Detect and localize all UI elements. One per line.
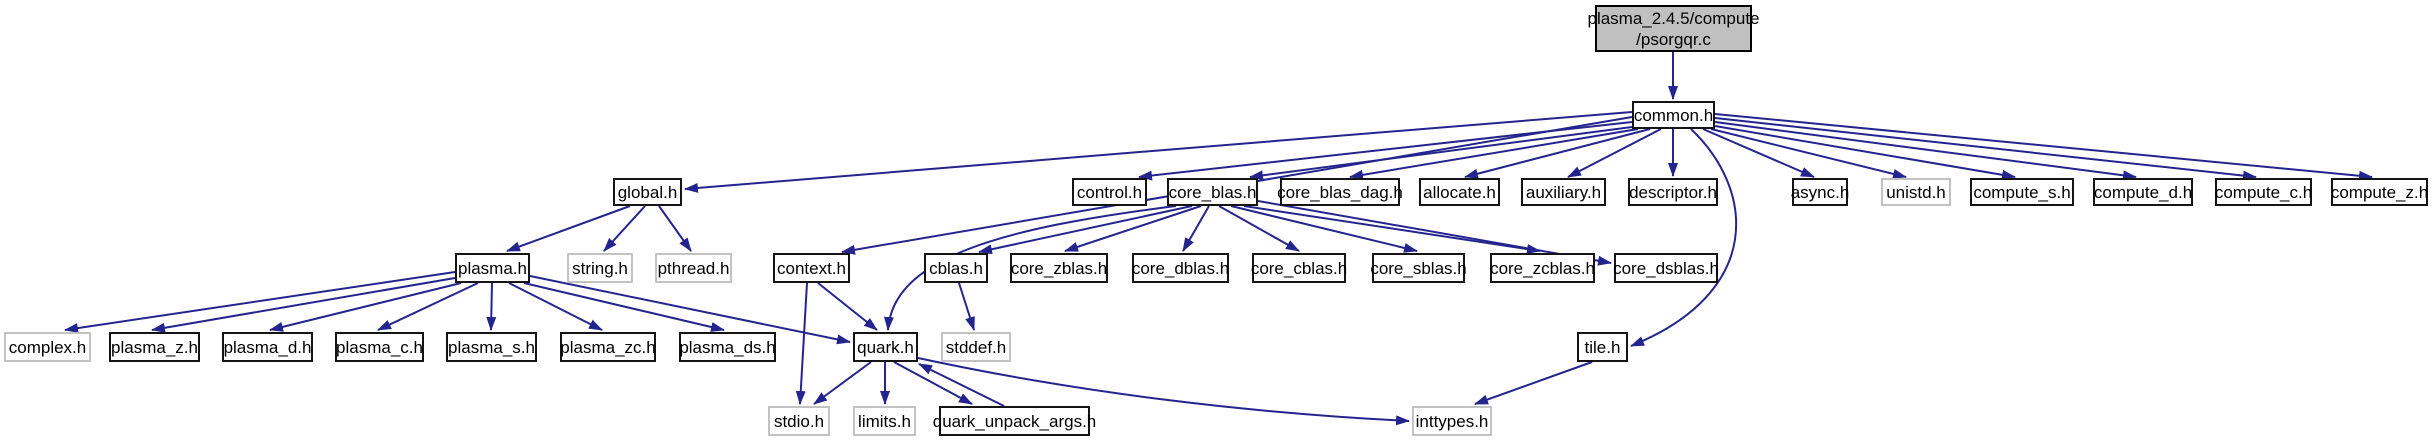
node-plasma_d_h[interactable]: plasma_d.h xyxy=(222,332,313,362)
edge-core_blas_h-to-core_dsblas_h xyxy=(1257,200,1612,266)
node-core_zcblas_h[interactable]: core_zcblas.h xyxy=(1490,253,1595,283)
edge-plasma_h-to-plasma_ds_h xyxy=(523,282,725,332)
node-control_h[interactable]: control.h xyxy=(1072,178,1147,206)
node-plasma_ds_h[interactable]: plasma_ds.h xyxy=(679,332,776,362)
edge-plasma_h-to-plasma_s_h xyxy=(486,282,497,331)
node-global_h[interactable]: global.h xyxy=(613,178,682,206)
edge-common_h-to-allocate_h xyxy=(1464,128,1651,179)
edge-plasma_h-to-plasma_c_h xyxy=(377,282,479,331)
node-compute_z_h[interactable]: compute_z.h xyxy=(2331,178,2428,206)
edge-core_blas_h-to-core_dblas_h xyxy=(1182,205,1210,252)
node-stddef_h: stddef.h xyxy=(941,332,1011,362)
node-core_cblas_h[interactable]: core_cblas.h xyxy=(1251,253,1347,283)
node-core_blas_dag_h[interactable]: core_blas_dag.h xyxy=(1277,178,1403,206)
edge-common_h-to-compute_s_h xyxy=(1714,125,2016,180)
node-limits_h: limits.h xyxy=(853,406,916,436)
edge-common_h-to-global_h xyxy=(684,111,1633,193)
edge-common_h-to-auxiliary_h xyxy=(1567,128,1662,178)
node-common_h[interactable]: common.h xyxy=(1632,101,1715,129)
node-unistd_h: unistd.h xyxy=(1881,178,1951,206)
edge-common_h-to-tile_h xyxy=(1630,128,1738,347)
edge-core_blas_h-to-cblas_h xyxy=(978,205,1193,255)
node-core_sblas_h[interactable]: core_sblas.h xyxy=(1370,253,1467,283)
edge-core_blas_h-to-core_cblas_h xyxy=(1218,205,1300,252)
edge-quark_h-to-inttypes_h xyxy=(917,357,1410,426)
edge-global_h-to-plasma_h xyxy=(506,205,631,252)
edge-common_h-to-core_blas_h xyxy=(1249,126,1633,181)
edge-plasma_h-to-complex_h xyxy=(64,271,456,334)
node-psorgqr_c: plasma_2.4.5/compute /psorgqr.c xyxy=(1588,5,1760,52)
edge-global_h-to-string_h xyxy=(603,205,646,252)
edge-common_h-to-compute_d_h xyxy=(1714,121,2137,181)
node-plasma_z_h[interactable]: plasma_z.h xyxy=(109,332,200,362)
edge-common_h-to-compute_z_h xyxy=(1714,113,2373,181)
node-compute_d_h[interactable]: compute_d.h xyxy=(2093,178,2193,206)
edge-core_blas_h-to-core_zblas_h xyxy=(1064,205,1202,252)
node-plasma_s_h[interactable]: plasma_s.h xyxy=(446,332,537,362)
node-cblas_h[interactable]: cblas.h xyxy=(924,253,988,283)
edge-core_blas_h-to-core_zcblas_h xyxy=(1243,205,1541,254)
edge-tile_h-to-inttypes_h xyxy=(1474,361,1593,405)
edge-global_h-to-pthread_h xyxy=(658,205,692,252)
edge-plasma_h-to-quark_h xyxy=(529,275,851,345)
node-string_h: string.h xyxy=(567,253,633,283)
edge-plasma_h-to-plasma_d_h xyxy=(269,282,462,332)
edge-plasma_h-to-plasma_z_h xyxy=(151,277,456,333)
node-quark_unpack_args_h[interactable]: quark_unpack_args.h xyxy=(933,406,1096,436)
node-core_dblas_h[interactable]: core_dblas.h xyxy=(1132,253,1229,283)
edge-quark_h-to-stdio_h xyxy=(813,361,872,405)
edge-context_h-to-stdio_h xyxy=(795,282,808,405)
node-complex_h: complex.h xyxy=(4,332,91,362)
edge-common_h-to-unistd_h xyxy=(1710,128,1907,179)
node-plasma_zc_h[interactable]: plasma_zc.h xyxy=(560,332,656,362)
node-compute_s_h[interactable]: compute_s.h xyxy=(1970,178,2074,206)
node-core_dsblas_h[interactable]: core_dsblas.h xyxy=(1613,253,1719,283)
edge-common_h-to-compute_c_h xyxy=(1714,117,2257,181)
node-auxiliary_h[interactable]: auxiliary.h xyxy=(1521,178,1606,206)
edge-common_h-to-core_blas_dag_h xyxy=(1349,128,1639,180)
node-plasma_c_h[interactable]: plasma_c.h xyxy=(335,332,424,362)
node-inttypes_h: inttypes.h xyxy=(1412,406,1492,436)
node-tile_h[interactable]: tile.h xyxy=(1577,332,1628,362)
node-descriptor_h[interactable]: descriptor.h xyxy=(1628,178,1718,206)
edge-core_blas_h-to-quark_h xyxy=(883,205,1177,331)
edge-context_h-to-quark_h xyxy=(817,282,878,331)
node-async_h[interactable]: async.h xyxy=(1791,178,1849,206)
edge-plasma_h-to-plasma_zc_h xyxy=(508,282,603,331)
node-compute_c_h[interactable]: compute_c.h xyxy=(2215,178,2312,206)
edge-common_h-to-async_h xyxy=(1702,128,1815,178)
node-allocate_h[interactable]: allocate.h xyxy=(1419,178,1500,206)
node-pthread_h: pthread.h xyxy=(655,253,732,283)
node-plasma_h[interactable]: plasma.h xyxy=(455,253,530,283)
edge-core_blas_h-to-core_sblas_h xyxy=(1230,205,1418,253)
edge-cblas_h-to-stddef_h xyxy=(958,282,975,331)
edge-quark_h-to-quark_unpack_args_h xyxy=(893,361,973,405)
node-stdio_h: stdio.h xyxy=(768,406,830,436)
node-context_h[interactable]: context.h xyxy=(773,253,850,283)
edge-common_h-to-control_h xyxy=(1138,121,1633,181)
edge-quark_unpack_args_h-to-quark_h xyxy=(918,363,1005,407)
node-core_zblas_h[interactable]: core_zblas.h xyxy=(1010,253,1108,283)
node-quark_h[interactable]: quark.h xyxy=(853,332,918,362)
node-core_blas_h[interactable]: core_blas.h xyxy=(1167,178,1258,206)
